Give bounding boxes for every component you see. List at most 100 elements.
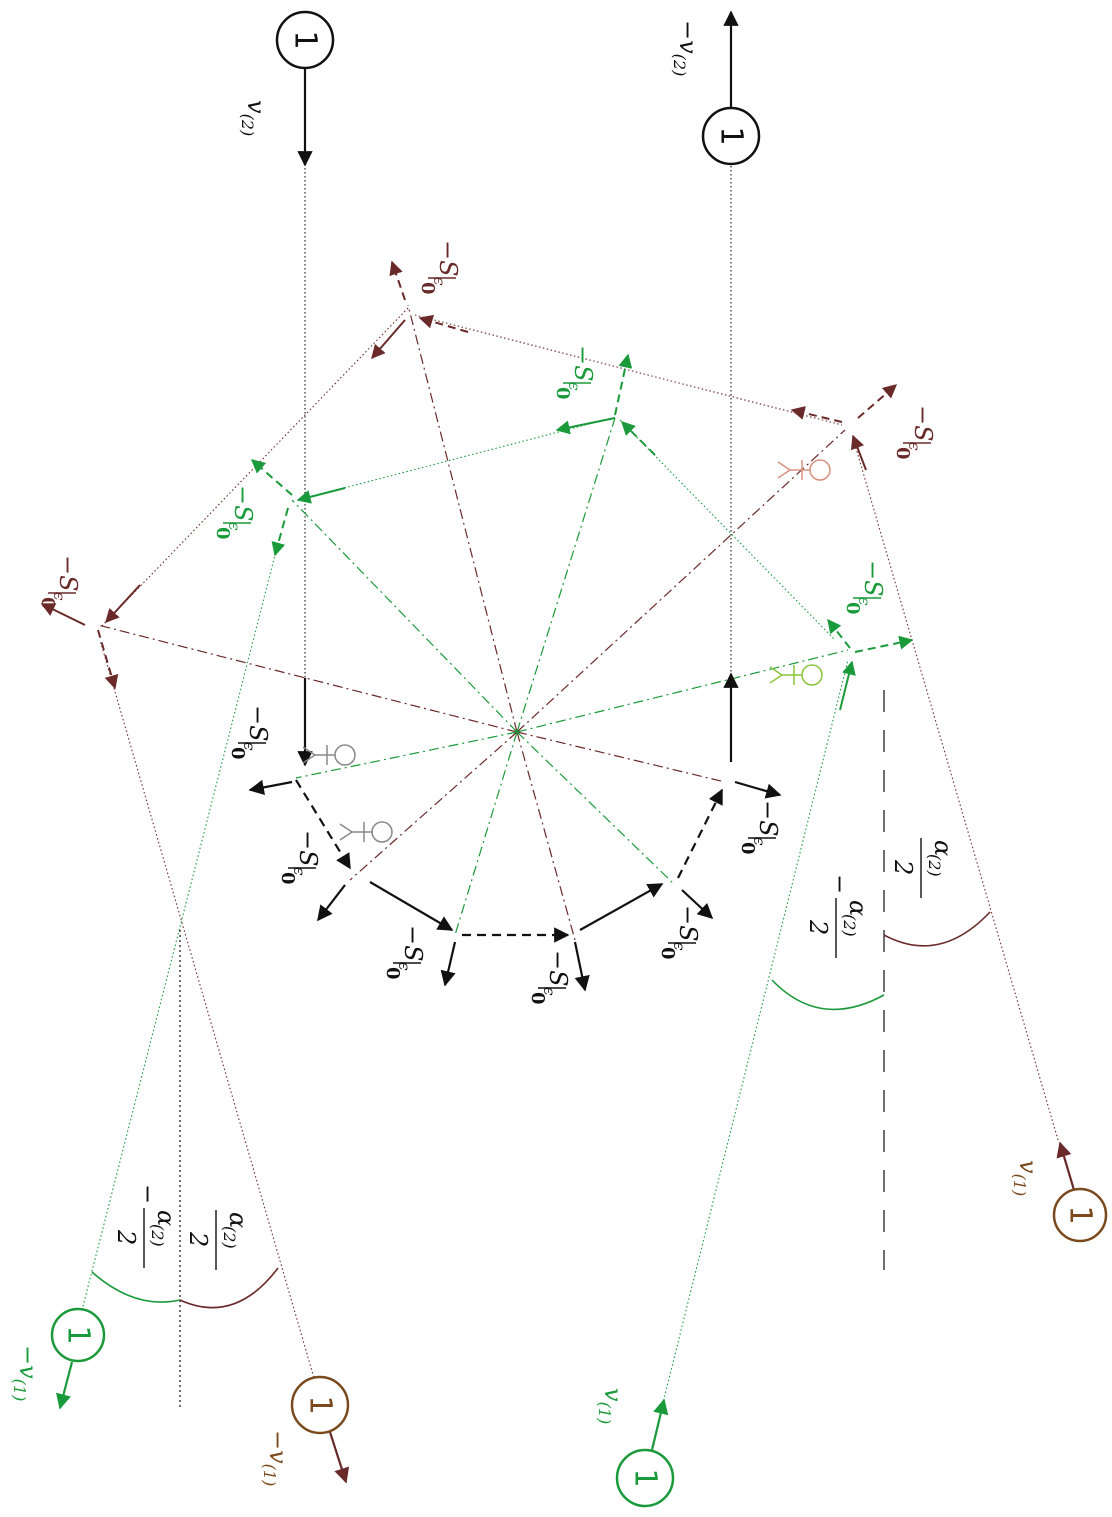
brown-top-connect-1 bbox=[99, 307, 409, 629]
angle-arc-left-green bbox=[91, 1271, 181, 1303]
green-arrows bbox=[250, 353, 914, 711]
angle-label-left-green: − α (2) 2 bbox=[112, 1184, 180, 1268]
inner-edge-dashed-1 bbox=[295, 779, 351, 870]
angle-num: α bbox=[929, 840, 957, 856]
node-label: 1 bbox=[714, 126, 749, 145]
observer-lightgreen-icon bbox=[769, 664, 823, 686]
evaluation-point: 0 bbox=[552, 387, 573, 400]
action-label: −Sϵ0 bbox=[552, 345, 597, 400]
action-symbol: −Sϵ bbox=[50, 555, 82, 601]
angle-num-sub: (2) bbox=[220, 1226, 239, 1249]
action-symbol: −Sϵ bbox=[240, 705, 272, 751]
evaluation-point: 0 bbox=[212, 527, 233, 540]
label-minus-v1-green: −v(1) bbox=[10, 1345, 42, 1401]
evaluation-point: 0 bbox=[227, 747, 248, 760]
observer-salmon-icon bbox=[777, 459, 831, 481]
action-label: −Sϵ0 bbox=[657, 905, 702, 960]
radial-brown-6 bbox=[516, 731, 726, 783]
angle-den: 2 bbox=[889, 859, 917, 875]
angle-labels: α (2) 2 − α (2) 2 α (2) 2 − α (2) 2 bbox=[112, 838, 957, 1270]
minus-v1-brown-leg-arrow bbox=[328, 1431, 350, 1484]
radial-green-5 bbox=[454, 731, 518, 936]
evaluation-point: 0 bbox=[737, 842, 758, 855]
observer-grey-icon bbox=[302, 744, 356, 766]
action-label: −Sϵ0 bbox=[277, 830, 322, 885]
reference-lines bbox=[179, 690, 885, 1410]
green-arrow-1 bbox=[296, 487, 346, 504]
node-ring bbox=[701, 106, 761, 166]
label-v1-green: v(1) bbox=[595, 1388, 627, 1424]
observer-grey-2-icon bbox=[339, 821, 393, 843]
radial-brown-4 bbox=[349, 731, 518, 881]
green-arrow-3 bbox=[614, 353, 633, 416]
angle-arc-right-green bbox=[771, 979, 885, 1011]
action-symbol: −Sϵ bbox=[905, 405, 937, 451]
action-symbol: −Sϵ bbox=[750, 800, 782, 846]
angle-num-sub: (2) bbox=[925, 854, 944, 877]
node-label: 1 bbox=[628, 1468, 663, 1487]
radial-green-4 bbox=[295, 731, 518, 779]
evaluation-point: 0 bbox=[527, 992, 548, 1005]
stub-c bbox=[440, 941, 457, 987]
green-arrow-4 bbox=[621, 421, 656, 456]
brown-top-connect-2 bbox=[414, 314, 843, 426]
action-label: −Sϵ0 bbox=[527, 950, 572, 1005]
angle-num: α bbox=[224, 1212, 252, 1228]
action-label: −Sϵ0 bbox=[382, 925, 427, 980]
evaluation-point: 0 bbox=[842, 602, 863, 615]
node-top-minus-v2: 1 bbox=[701, 106, 761, 166]
green-connect-2 bbox=[619, 419, 836, 641]
inner-edge-solid-1 bbox=[369, 881, 454, 931]
green-minus-v1-left-line bbox=[79, 554, 276, 1319]
v1-brown-leg-arrow bbox=[1056, 1141, 1076, 1191]
radial-green-3 bbox=[516, 649, 849, 733]
angle-label-right-brown: α (2) 2 bbox=[889, 838, 957, 898]
radial-lines bbox=[97, 304, 849, 941]
green-v1-bottom-line bbox=[649, 659, 849, 1456]
action-labels: −Sϵ0−Sϵ0−Sϵ0−Sϵ0−Sϵ0−Sϵ0−Sϵ0−Sϵ0−Sϵ0−Sϵ0… bbox=[37, 240, 937, 1005]
nodes: 1 1 1 1 1 1 bbox=[50, 10, 1108, 1508]
green-arrow-8 bbox=[839, 660, 856, 711]
angle-arc-left-brown bbox=[179, 1267, 279, 1309]
label-v1-brown: v(1) bbox=[1010, 1160, 1042, 1196]
node-ring bbox=[275, 10, 335, 70]
node-left-minus-v1-green: 1 bbox=[50, 1307, 106, 1363]
v1-green-leg-arrow bbox=[650, 1398, 669, 1451]
inner-edge-solid-2 bbox=[579, 883, 664, 931]
green-arrow-5 bbox=[250, 459, 293, 496]
angle-sign: − bbox=[134, 1184, 162, 1204]
action-symbol: −Sϵ bbox=[430, 240, 462, 286]
action-symbol: −Sϵ bbox=[290, 830, 322, 876]
node-label: 1 bbox=[303, 1395, 338, 1414]
label-minus-v1-brown: −v(1) bbox=[260, 1430, 292, 1486]
brown-arrow-5 bbox=[389, 260, 406, 301]
node-ring bbox=[50, 1307, 106, 1363]
angle-den: 2 bbox=[184, 1231, 212, 1247]
stub-f bbox=[734, 780, 782, 799]
angle-den: 2 bbox=[804, 919, 832, 935]
evaluation-point: 0 bbox=[382, 967, 403, 980]
node-right-v1-brown: 1 bbox=[1052, 1187, 1108, 1243]
stub-a bbox=[248, 779, 293, 795]
radial-brown-3 bbox=[516, 429, 846, 733]
label-minus-v2: −v(2) bbox=[670, 20, 702, 76]
radial-green-2 bbox=[291, 499, 518, 733]
brown-minus-v1-bottom-line bbox=[99, 639, 317, 1386]
node-ring bbox=[1052, 1187, 1108, 1243]
observer-figures bbox=[302, 459, 831, 843]
angle-label-left-brown: α (2) 2 bbox=[184, 1210, 252, 1270]
angle-num: α bbox=[844, 900, 872, 916]
brown-arrows bbox=[40, 260, 898, 690]
evaluation-point: 0 bbox=[277, 872, 298, 885]
action-symbol: −Sϵ bbox=[565, 345, 597, 391]
action-symbol: −Sϵ bbox=[670, 905, 702, 951]
velocity-labels: v(2) −v(2) v(1) v(1) −v(1) −v(1) bbox=[10, 20, 1042, 1486]
green-arrow-2 bbox=[555, 417, 616, 435]
brown-arrow-7 bbox=[40, 603, 86, 626]
node-label: 1 bbox=[61, 1325, 96, 1344]
action-symbol: −Sϵ bbox=[225, 485, 257, 531]
node-label: 1 bbox=[1063, 1205, 1098, 1224]
node-label: 1 bbox=[288, 30, 323, 49]
action-label: −Sϵ0 bbox=[737, 800, 782, 855]
external-legs bbox=[56, 10, 1076, 1484]
